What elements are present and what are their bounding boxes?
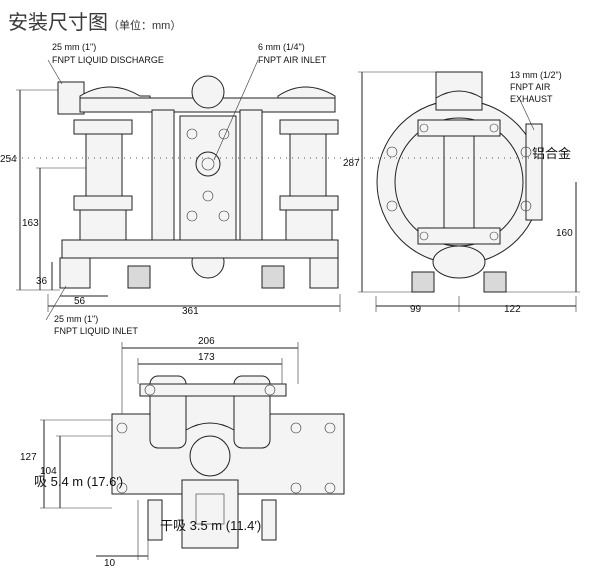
left-lower-clamp (73, 195, 133, 211)
side-exhaust-muffler (525, 123, 543, 221)
material-note: 铝合金 (532, 146, 571, 161)
side-top-dome (435, 90, 483, 111)
right-lower-ball (285, 209, 333, 241)
top-right-stud (261, 499, 277, 541)
bolt (116, 482, 128, 494)
top-upper-bar (139, 383, 287, 397)
left-foot (127, 265, 151, 289)
dim-160: 160 (556, 228, 573, 239)
dim-10: 10 (104, 558, 116, 569)
bolt (264, 384, 276, 396)
side-upper-clamp (417, 119, 501, 137)
dim-163: 163 (22, 218, 39, 229)
side-right-foot (483, 271, 507, 293)
center-body (179, 115, 237, 245)
dim-104: 104 (40, 466, 57, 477)
right-center-plate (239, 109, 263, 253)
leader-exhaust (519, 99, 535, 131)
discharge-label-type: FNPT LIQUID DISCHARGE (52, 55, 164, 65)
dim-361: 361 (182, 306, 199, 317)
bolt (324, 482, 336, 494)
leader-air-inlet (213, 59, 259, 161)
dim-56: 56 (74, 296, 86, 307)
bolt (520, 146, 532, 158)
bolt (419, 231, 429, 241)
dim-36: 36 (36, 276, 48, 287)
inlet-port (59, 257, 91, 289)
bolt (202, 190, 214, 202)
air-inlet-port (195, 151, 221, 177)
top-view: 206 173 127 104 10 吸 5.4 m (17.6′) 干吸 3.… (20, 336, 345, 569)
bolt (290, 422, 302, 434)
suction-note: 吸 5.4 m (17.6′) (34, 474, 123, 489)
bolt (520, 200, 532, 212)
side-column (443, 135, 475, 231)
left-upper-clamp (73, 119, 133, 135)
title-text: 安装尺寸图 (8, 12, 108, 34)
dim-206: 206 (198, 336, 215, 347)
unit-text: （单位：mm） (108, 20, 182, 32)
dim-173: 173 (198, 352, 215, 363)
leader-discharge (47, 59, 63, 85)
left-chamber (85, 133, 123, 197)
bolt (116, 422, 128, 434)
top-left-stud (147, 499, 163, 541)
air-inlet-label-size: 6 mm (1/4") (258, 42, 305, 52)
bolt (186, 128, 198, 140)
side-bottom-ball (432, 245, 486, 279)
left-lower-ball (79, 209, 127, 241)
bolt (290, 482, 302, 494)
right-foot (261, 265, 285, 289)
right-upper-clamp (279, 119, 339, 135)
bolt (218, 210, 230, 222)
top-center-hub (191, 75, 225, 109)
dim-287: 287 (343, 158, 360, 169)
bolt (489, 123, 499, 133)
exhaust-label-size: 13 mm (1/2") (510, 70, 562, 80)
top-lower-window (195, 493, 225, 525)
bolt (386, 146, 398, 158)
bottom-manifold (61, 239, 339, 259)
bolt (218, 128, 230, 140)
top-center-hub (189, 435, 231, 477)
side-left-foot (411, 271, 435, 293)
inlet-label-type: FNPT LIQUID INLET (54, 326, 138, 336)
inlet-label-size: 25 mm (1") (54, 314, 98, 324)
bolt (144, 384, 156, 396)
front-view: 25 mm (1") FNPT LIQUID DISCHARGE 6 mm (1… (0, 42, 372, 336)
right-lower-clamp (279, 195, 339, 211)
right-outlet-block (309, 257, 339, 289)
right-chamber (289, 133, 327, 197)
bolt (186, 210, 198, 222)
air-inlet-label-type: FNPT AIR INLET (258, 55, 327, 65)
side-lower-clamp (417, 227, 501, 245)
dry-suction-note: 干吸 3.5 m (11.4′) (160, 518, 261, 533)
bolt (386, 200, 398, 212)
bolt (489, 231, 499, 241)
bolt (324, 422, 336, 434)
dim-99: 99 (410, 304, 422, 315)
top-lower-body (181, 479, 239, 549)
side-view: 13 mm (1/2") FNPT AIR EXHAUST 287 160 99… (343, 70, 580, 315)
exhaust-label-type: FNPT AIR (510, 82, 551, 92)
dim-127: 127 (20, 452, 37, 463)
dim-122: 122 (504, 304, 521, 315)
discharge-label-size: 25 mm (1") (52, 42, 96, 52)
leader-inlet (45, 285, 67, 321)
exhaust-label-name: EXHAUST (510, 94, 553, 104)
page-title: 安装尺寸图（单位：mm） (8, 6, 181, 35)
dim-254: 254 (0, 154, 17, 165)
left-center-plate (151, 109, 175, 253)
bolt (419, 123, 429, 133)
